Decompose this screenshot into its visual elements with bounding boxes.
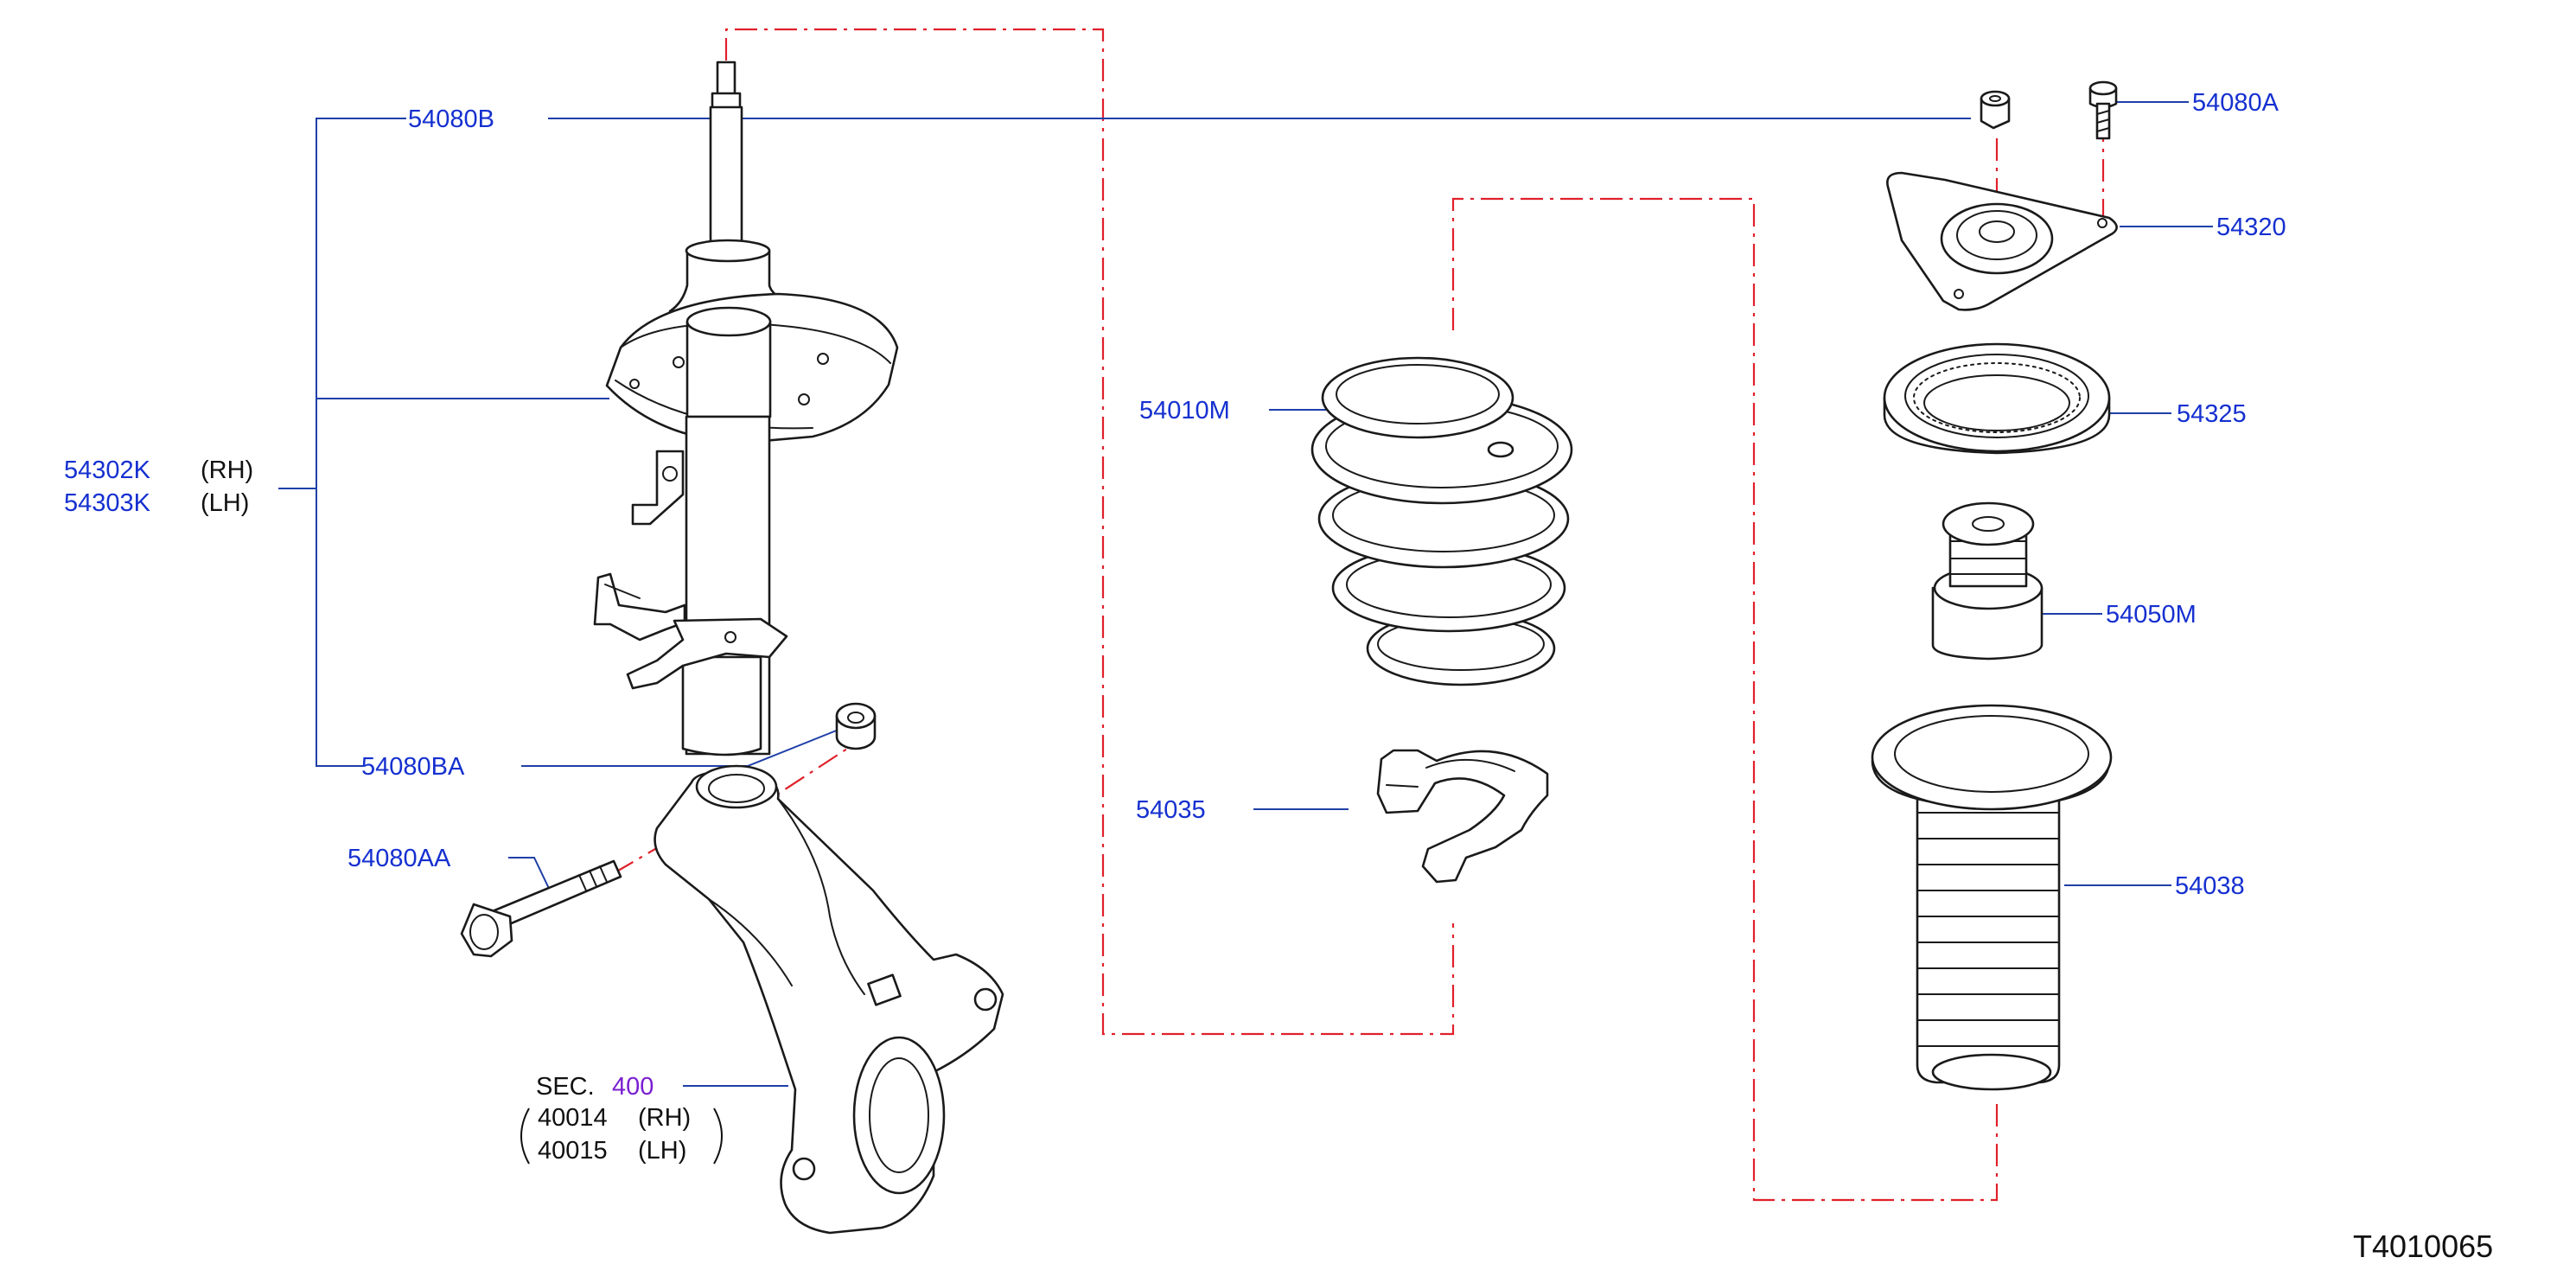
label-54050M: 54050M [2106,601,2197,629]
label-54080AA: 54080AA [348,845,451,872]
label-54302K-side: (RH) [201,456,253,484]
label-54080B: 54080B [408,105,494,133]
strut-mount-drawing [1886,171,2118,311]
label-40014: 40014 [538,1104,608,1132]
bump-stopper-drawing [1931,501,2044,661]
label-54080BA: 54080BA [361,753,465,781]
steering-knuckle-drawing [654,764,1004,1235]
spring-seat-drawing [1376,749,1549,884]
label-54325: 54325 [2177,400,2247,428]
label-54080A: 54080A [2192,89,2280,117]
label-54303K: 54303K [64,489,151,517]
label-54302K: 54302K [64,456,151,484]
strut-assembly-drawing [593,61,899,756]
knuckle-bolt-drawing [460,859,622,958]
part-labels: 54080B 54080A 54320 54325 54010M 54302K … [64,89,2493,1264]
dust-boot-drawing [1871,704,2113,1091]
label-54038: 54038 [2175,872,2245,900]
leader-lines [278,101,2213,1087]
label-54010M: 54010M [1139,397,1230,424]
mount-nut-drawing [1980,90,2011,130]
assembly-line-strut-to-spring [724,28,1455,1036]
label-sec-prefix: SEC. [536,1073,595,1101]
label-sec-number: 400 [612,1073,654,1101]
coil-spring-drawing [1310,356,1573,686]
label-54320: 54320 [2216,214,2286,241]
leader-bracket-54302K [316,118,406,767]
label-40014-side: (RH) [638,1104,691,1132]
assembly-line-spring-to-boot [1451,197,1999,1202]
mount-bolt-drawing [2088,80,2118,140]
bearing-drawing [1883,342,2111,455]
illustration-code: T4010065 [2353,1229,2493,1264]
label-40015: 40015 [538,1137,608,1165]
label-40015-side: (LH) [638,1137,686,1165]
label-54035: 54035 [1136,796,1206,824]
sec-400-brackets [520,1107,723,1165]
label-54303K-side: (LH) [201,489,249,517]
washer-drawing [835,702,877,750]
leader-54080AA [508,857,554,898]
